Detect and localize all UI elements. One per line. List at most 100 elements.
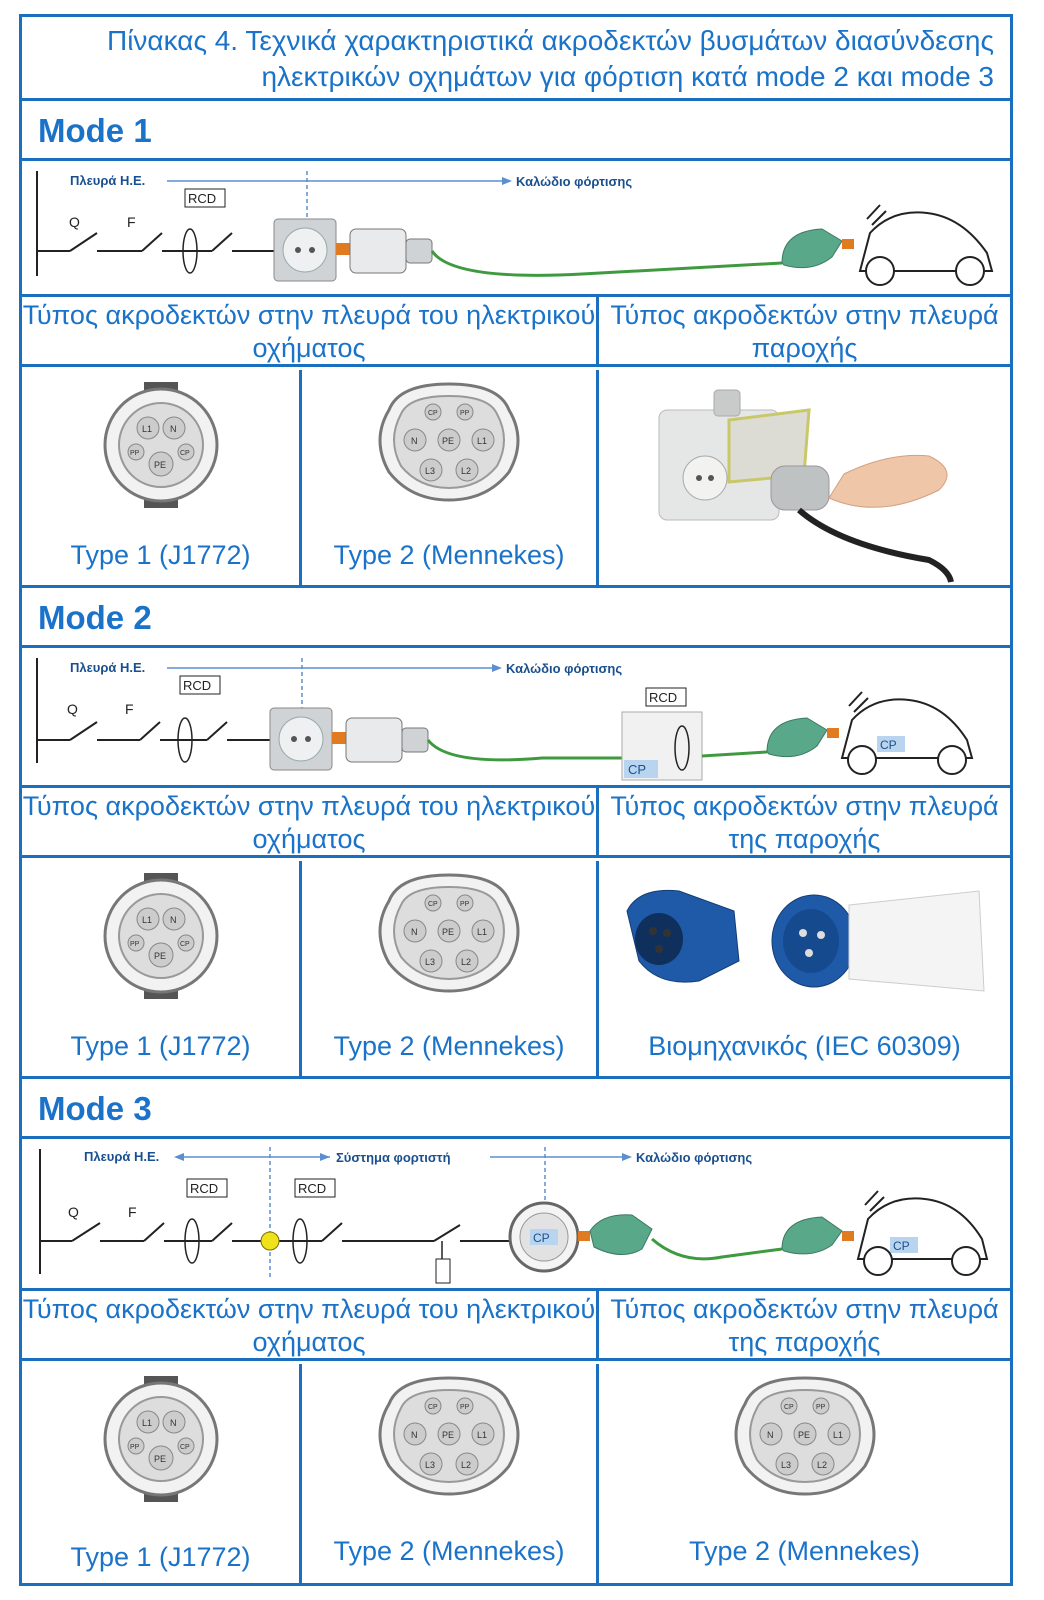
mode-3-type1-caption: Type 1 (J1772) [70, 1542, 251, 1572]
mode-1-q-label: Q [69, 214, 80, 230]
mode-2-header-row: Τύπος ακροδεκτών στην πλευρά του ηλεκτρι… [22, 788, 1010, 858]
mode-2-q-label: Q [67, 701, 78, 717]
mode-2-f-label: F [125, 701, 134, 717]
mode-2-type1-cell: L1 N PP CP PE Type 1 (J1772) [22, 861, 302, 1076]
svg-text:PP: PP [460, 901, 470, 908]
svg-text:N: N [767, 1430, 774, 1440]
svg-text:PP: PP [130, 941, 140, 948]
svg-text:PE: PE [154, 951, 166, 961]
mode-1-type2-caption: Type 2 (Mennekes) [333, 540, 565, 570]
svg-text:L1: L1 [477, 436, 487, 446]
svg-text:CP: CP [880, 738, 897, 752]
svg-text:N: N [411, 436, 418, 446]
svg-text:L3: L3 [425, 1460, 435, 1470]
connector-table: Πίνακας 4. Τεχνικά χαρακτηριστικά ακροδε… [19, 14, 1013, 1586]
svg-text:L1: L1 [833, 1430, 843, 1440]
type1-connector-icon: L1 N PP CP PE [103, 873, 218, 999]
mode-2-rcd-label: RCD [183, 678, 211, 693]
mode-1-f-label: F [127, 214, 136, 230]
mode-1-label: Mode 1 [38, 112, 152, 149]
svg-text:L1: L1 [142, 915, 152, 925]
mode-2-cable-label: Καλώδιο φόρτισης [506, 661, 622, 676]
mode-1-heading: Mode 1 [22, 101, 1010, 161]
svg-text:L1: L1 [142, 424, 152, 434]
mode-1-type1-caption: Type 1 (J1772) [70, 540, 251, 570]
mode-3-label: Mode 3 [38, 1090, 152, 1127]
mode-2-circuit-svg: Πλευρά Η.Ε. Καλώδιο φόρτισης Q F RCD [36, 658, 974, 781]
mode-2-type2-cell: CP PP N PE L1 L3 L2 Type 2 (Mennekes) [302, 861, 599, 1076]
type2-connector-icon: CP PP N PE L1 L3 L2 [378, 1376, 520, 1496]
svg-text:PE: PE [798, 1430, 810, 1440]
svg-text:CP: CP [784, 1404, 794, 1411]
svg-text:N: N [411, 927, 418, 937]
mode-3-type1-cell: L1 N PP CP PE Type 1 (J1772) [22, 1364, 302, 1583]
title-line-1: Πίνακας 4. Τεχνικά χαρακτηριστικά ακροδε… [106, 25, 994, 56]
svg-text:PE: PE [442, 927, 454, 937]
svg-text:CP: CP [180, 450, 190, 457]
svg-text:CP: CP [428, 901, 438, 908]
mode-2-header-vehicle: Τύπος ακροδεκτών στην πλευρά του ηλεκτρι… [22, 788, 599, 855]
mode-3-type2-cell: CP PP N PE L1 L3 L2 Type 2 (Mennekes) [302, 1364, 599, 1583]
mode-3-ev-side-label: Πλευρά Η.Ε. [84, 1149, 159, 1164]
svg-text:CP: CP [180, 941, 190, 948]
mode-3-heading: Mode 3 [22, 1079, 1010, 1139]
mode-2-diagram: Πλευρά Η.Ε. Καλώδιο φόρτισης Q F RCD [22, 648, 1010, 788]
svg-text:CP: CP [428, 410, 438, 417]
type1-connector-icon: L1 N PP CP PE [103, 1376, 218, 1502]
svg-text:PE: PE [442, 1430, 454, 1440]
svg-text:L1: L1 [477, 1430, 487, 1440]
mode-1-header-row: Τύπος ακροδεκτών στην πλευρά του ηλεκτρι… [22, 297, 1010, 367]
mode-2-header-supply: Τύπος ακροδεκτών στην πλευρά της παροχής [610, 791, 999, 854]
mode-3-cable-label: Καλώδιο φόρτισης [636, 1150, 752, 1165]
mode-3-charger-label: Σύστημα φορτιστή [336, 1150, 451, 1165]
mode-2-cp-label: CP [628, 762, 646, 777]
type1-connector-icon: L1 N PP CP PE [103, 382, 218, 508]
mode-1-supply-cell [599, 370, 1010, 585]
svg-text:L3: L3 [425, 957, 435, 967]
mode-3-header-row: Τύπος ακροδεκτών στην πλευρά του ηλεκτρι… [22, 1291, 1010, 1361]
mode-2-ev-side-label: Πλευρά Η.Ε. [70, 660, 145, 675]
mode-1-ev-side-label: Πλευρά Η.Ε. [70, 173, 145, 188]
mode-2-label: Mode 2 [38, 599, 152, 636]
mode-1-rcd-label: RCD [188, 191, 216, 206]
mode-2-heading: Mode 2 [22, 588, 1010, 648]
svg-text:PP: PP [130, 450, 140, 457]
mode-3-rcd-label: RCD [190, 1181, 218, 1196]
svg-text:L1: L1 [142, 1418, 152, 1428]
svg-text:PE: PE [154, 1454, 166, 1464]
household-socket-photo [658, 389, 954, 583]
svg-text:CP: CP [428, 1404, 438, 1411]
mode-3-header-vehicle: Τύπος ακροδεκτών στην πλευρά του ηλεκτρι… [22, 1291, 599, 1358]
mode-3-type2-caption: Type 2 (Mennekes) [333, 1536, 565, 1566]
svg-text:N: N [411, 1430, 418, 1440]
svg-text:L2: L2 [461, 957, 471, 967]
svg-text:L2: L2 [461, 1460, 471, 1470]
svg-text:L3: L3 [781, 1460, 791, 1470]
mode-1-type1-cell: L1 N PP CP PE Type 1 (J1772) [22, 370, 302, 585]
mode-3-diagram: Πλευρά Η.Ε. Σύστημα φορτιστή Καλώδιο φόρ… [22, 1139, 1010, 1291]
mode-2-type2-caption: Type 2 (Mennekes) [333, 1031, 565, 1061]
mode-2-rcd2-label: RCD [649, 690, 677, 705]
mode-1-diagram: Πλευρά Η.Ε. Καλώδιο φόρτισης Q F RCD [22, 161, 1010, 297]
svg-text:L1: L1 [477, 927, 487, 937]
type2-connector-icon: CP PP N PE L1 L3 L2 [378, 873, 520, 993]
svg-text:N: N [170, 1418, 177, 1428]
mode-2-supply-cell: Βιομηχανικός (IEC 60309) [599, 861, 1010, 1076]
svg-text:CP: CP [180, 1444, 190, 1451]
svg-text:PP: PP [130, 1444, 140, 1451]
table-title: Πίνακας 4. Τεχνικά χαρακτηριστικά ακροδε… [22, 17, 1010, 101]
svg-text:CP: CP [893, 1239, 910, 1253]
svg-text:PE: PE [154, 460, 166, 470]
mode-3-header-supply: Τύπος ακροδεκτών στην πλευρά της παροχής [610, 1294, 999, 1357]
mode-1-circuit-svg: Πλευρά Η.Ε. Καλώδιο φόρτισης Q F RCD [36, 171, 994, 286]
mode-2-type1-caption: Type 1 (J1772) [70, 1031, 251, 1061]
svg-text:PP: PP [460, 1404, 470, 1411]
mode-2-supply-caption: Βιομηχανικός (IEC 60309) [648, 1031, 961, 1061]
